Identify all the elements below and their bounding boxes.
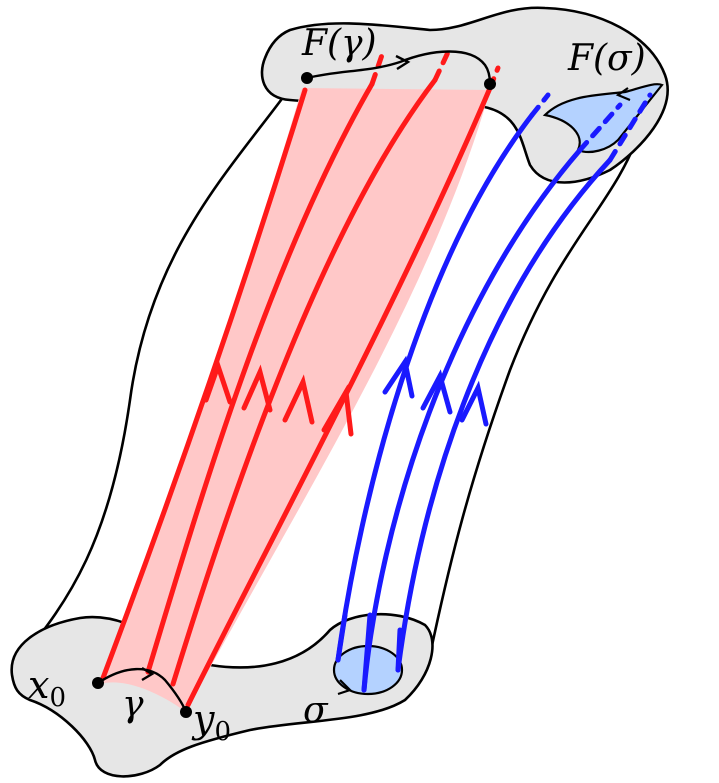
red-arrowhead-4 xyxy=(321,384,354,437)
red-arrowhead-3 xyxy=(282,374,315,425)
x0-label: x0 xyxy=(28,663,66,713)
red-flow-line-2 xyxy=(145,81,375,675)
F-sigma-arrowhead xyxy=(615,87,631,102)
x0-point xyxy=(92,677,104,689)
F-gamma-arrowhead xyxy=(395,54,411,71)
blue-arrowhead-1 xyxy=(382,355,415,399)
blue-dash-2 xyxy=(577,102,623,153)
tube-outline-right xyxy=(428,129,642,656)
red-arrowhead-1 xyxy=(203,358,233,405)
blue-stub-3 xyxy=(395,627,403,673)
blue-arrowhead-3 xyxy=(459,380,489,427)
blue-stub-1 xyxy=(335,612,348,663)
F-gamma-path xyxy=(306,50,492,85)
blue-dash-1 xyxy=(529,92,551,118)
red-arrowhead-2 xyxy=(241,364,273,413)
red-flow-line-1 xyxy=(100,87,308,681)
red-flow-line-3 xyxy=(170,77,438,687)
F-y0-point xyxy=(484,78,496,90)
gamma-path xyxy=(97,667,188,713)
sigma-arrowhead xyxy=(337,679,353,696)
tube-outline-left xyxy=(19,87,292,661)
y0-label: y0 xyxy=(191,697,231,747)
F-sigma-label: F(σ) xyxy=(567,38,646,79)
F-gamma-label: F(γ) xyxy=(301,23,377,64)
blue-arrowhead-2 xyxy=(420,369,453,415)
gamma-label: γ xyxy=(122,684,144,725)
blue-flow-line-3 xyxy=(395,157,613,673)
blue-flow-line-1 xyxy=(335,112,535,663)
y0-point xyxy=(180,706,192,718)
red-dash-2 xyxy=(369,52,385,87)
F-x0-point xyxy=(301,72,313,84)
gamma-arrowhead xyxy=(141,666,155,682)
red-dash-3 xyxy=(432,45,453,83)
red-flow-line-4 xyxy=(185,85,493,708)
blue-flow-line-2 xyxy=(361,147,583,693)
sigma-label: σ xyxy=(303,690,329,731)
blue-dash-3 xyxy=(607,92,653,163)
blue-stub-2 xyxy=(361,612,373,693)
